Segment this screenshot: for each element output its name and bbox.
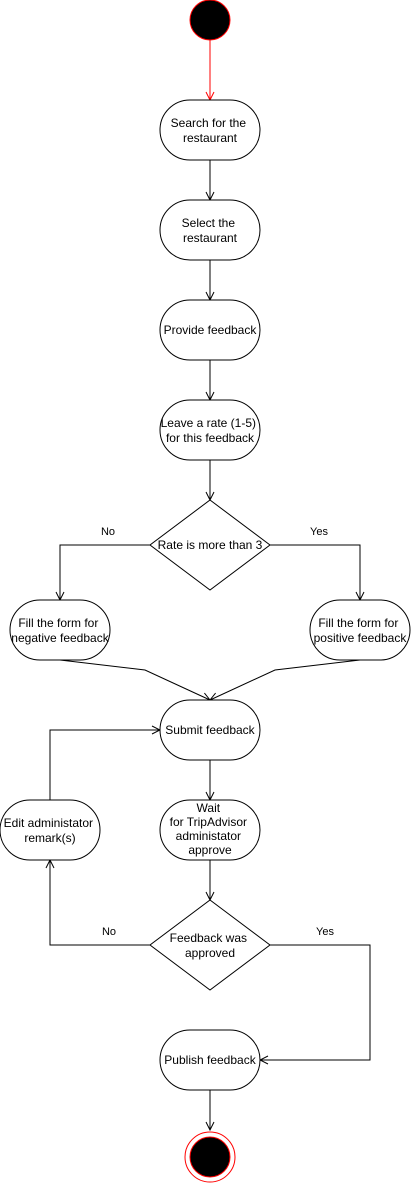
node-publish: Publish feedback	[159, 1029, 261, 1091]
node-positive-line-1: Fill the form for	[318, 616, 398, 630]
node-search-line-2: restaurant	[183, 131, 238, 145]
node-submit: Submit feedback	[159, 699, 261, 761]
edge-positive-to-submit	[210, 659, 361, 700]
start-node	[189, 0, 231, 41]
node-negative: Fill the form for negative feedback	[9, 599, 111, 661]
node-edit: Edit administator remark(s)	[0, 799, 101, 861]
decision-rate-line-1: Rate is more than 3	[158, 538, 263, 552]
svg-text:Fill the form for negati: Fill the form for negative feedback	[11, 616, 109, 645]
edge-edit-to-submit	[49, 730, 160, 800]
node-rate-line-2: for this feedback	[166, 431, 255, 445]
svg-text:Feedback was approved: Feedback was approved	[170, 931, 251, 960]
svg-text:Provide feedback: Provide feedback	[164, 323, 258, 337]
svg-text:Search for the restauran: Search for the restaurant	[171, 116, 250, 145]
node-positive-line-2: positive feedback	[314, 631, 408, 645]
node-search-line-1: Search for the	[171, 116, 247, 130]
node-search: Search for the restaurant	[159, 99, 261, 161]
svg-text:Rate is more than 3: Rate is more than 3	[158, 538, 263, 552]
node-wait-line-3: administator	[176, 829, 241, 843]
node-provide: Provide feedback	[159, 299, 261, 361]
edge-label-rate-yes: Yes	[310, 526, 328, 538]
edge-label-rate-no: No	[101, 526, 115, 538]
node-select: Select the restaurant	[159, 199, 261, 261]
svg-text:Wait for TripAdvisor: Wait for TripAdvisor administator approv…	[170, 801, 251, 857]
svg-text:Submit feedback: Submit feedback	[165, 723, 255, 737]
node-publish-line-1: Publish feedback	[164, 1053, 256, 1067]
decision-approved: Feedback was approved	[149, 899, 271, 991]
svg-text:Leave a rate (1-5) for t: Leave a rate (1-5) for this feedback	[161, 416, 260, 445]
edge-decision-to-negative	[60, 544, 150, 600]
node-positive: Fill the form for positive feedback	[309, 599, 411, 661]
node-provide-line-1: Provide feedback	[164, 323, 258, 337]
decision-approved-line-2: approved	[185, 946, 235, 960]
end-node	[184, 1131, 236, 1183]
svg-text:Publish feedback: Publish feedback	[164, 1053, 256, 1067]
node-wait-line-4: approve	[188, 843, 232, 857]
node-edit-line-2: remark(s)	[24, 831, 75, 845]
node-edit-line-1: Edit administator	[4, 816, 93, 830]
svg-text:Fill the form for positi: Fill the form for positive feedback	[314, 616, 408, 645]
decision-approved-line-1: Feedback was	[170, 931, 247, 945]
node-wait-line-1: Wait	[197, 801, 221, 815]
edge-label-approved-no: No	[102, 926, 116, 938]
svg-text:Select the restaurant: Select the restaurant	[182, 216, 239, 245]
edge-decision-to-publish	[260, 944, 371, 1060]
decision-rate: Rate is more than 3	[149, 499, 271, 591]
node-negative-line-2: negative feedback	[11, 631, 109, 645]
node-wait: Wait for TripAdvisor administator approv…	[159, 799, 261, 861]
node-select-line-1: Select the	[182, 216, 236, 230]
node-negative-line-1: Fill the form for	[18, 616, 98, 630]
edge-negative-to-submit	[59, 659, 210, 700]
edge-label-approved-yes: Yes	[316, 926, 334, 938]
node-select-line-2: restaurant	[183, 231, 238, 245]
edge-decision-to-edit	[50, 860, 150, 946]
node-rate: Leave a rate (1-5) for this feedback	[159, 399, 261, 461]
edge-decision-to-positive	[270, 544, 360, 600]
node-submit-line-1: Submit feedback	[165, 723, 255, 737]
node-wait-line-2: for TripAdvisor	[170, 815, 247, 829]
node-rate-line-1: Leave a rate (1-5)	[161, 416, 256, 430]
svg-text:Edit administator remark: Edit administator remark(s)	[4, 816, 97, 845]
